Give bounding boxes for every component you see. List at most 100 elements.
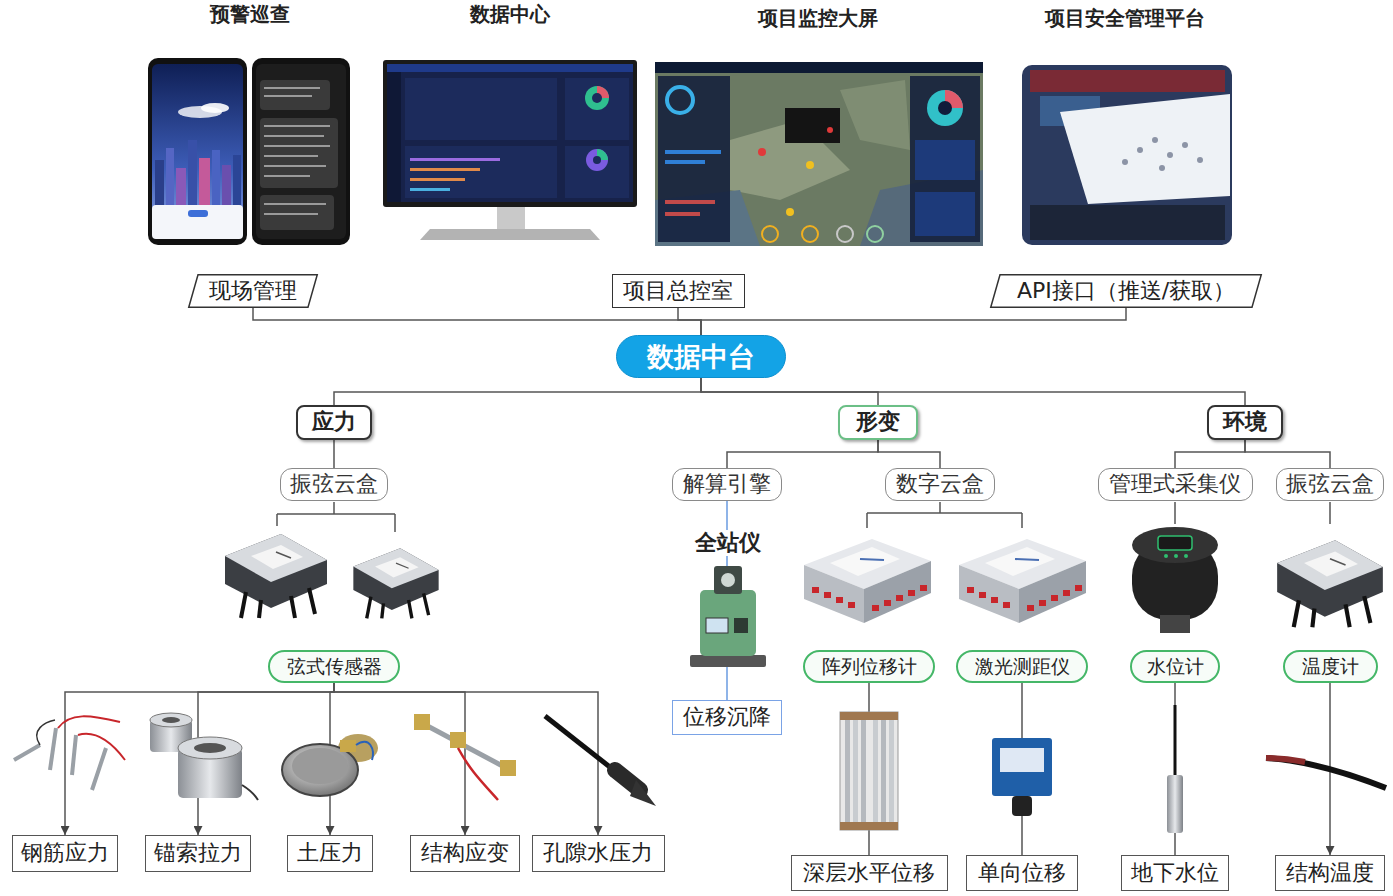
heading-label: 预警巡查 <box>207 2 293 26</box>
phone-sms-screen <box>264 87 320 89</box>
monitoring-map-screen <box>762 226 778 242</box>
connector <box>678 308 701 335</box>
monitoring-map-screen <box>837 226 853 242</box>
array-displacement-meter <box>873 720 878 822</box>
category-box: 应力 <box>296 405 372 440</box>
anchor-load-cell <box>178 737 242 759</box>
measure-box: 结构温度 <box>1275 855 1385 891</box>
parallelogram-box: 现场管理 <box>188 274 318 308</box>
node-text: 位移沉降 <box>683 705 771 729</box>
node-text: 地下水位 <box>1131 861 1219 885</box>
managed-collector <box>1160 615 1190 633</box>
safety-platform-photo <box>1030 70 1225 92</box>
phone-sms-screen <box>260 80 330 110</box>
node-text: 深层水平位移 <box>803 861 935 885</box>
digital-cloud-box <box>804 539 931 623</box>
parallelogram-shape <box>991 275 1262 308</box>
phone-sms-screen <box>264 165 326 167</box>
connector <box>334 378 701 405</box>
array-displacement-meter <box>840 712 898 830</box>
sensor-pill: 弦式传感器 <box>268 650 400 683</box>
heading-label: 全站仪 <box>692 530 764 556</box>
node-text: 单向位移 <box>978 861 1066 885</box>
phone-sms-screen <box>256 64 346 239</box>
monitoring-map-screen <box>802 226 818 242</box>
phone-app-screen <box>148 58 247 245</box>
rebar-meter <box>37 720 55 745</box>
safety-platform-photo <box>1197 157 1203 163</box>
rebar-meter <box>72 735 76 775</box>
piezometer <box>545 716 656 806</box>
monitoring-map-screen <box>655 62 983 73</box>
phone-app-screen <box>212 150 220 205</box>
managed-collector <box>1184 554 1188 558</box>
phone-sms-screen <box>252 58 350 245</box>
device-box: 振弦云盒 <box>1276 468 1384 501</box>
node-text: 解算引擎 <box>683 472 771 496</box>
node-text: 钢筋应力 <box>21 841 109 865</box>
device-box: 解算引擎 <box>672 468 782 501</box>
phone-app-screen <box>155 160 164 205</box>
connector <box>1245 440 1330 468</box>
device-box: 管理式采集仪 <box>1098 468 1253 501</box>
data-center-monitor <box>586 149 608 171</box>
managed-collector <box>1132 527 1218 633</box>
data-center-monitor <box>405 146 557 198</box>
rebar-meter <box>50 728 56 770</box>
measure-box: 单向位移 <box>966 855 1078 891</box>
safety-platform-photo <box>1060 94 1230 204</box>
phone-app-screen <box>166 148 174 205</box>
data-center-monitor <box>420 229 600 240</box>
category-box: 环境 <box>1207 405 1283 440</box>
connector <box>701 308 1126 335</box>
total-station <box>700 590 756 656</box>
phone-app-screen <box>152 64 243 239</box>
node-text: 土压力 <box>297 841 363 865</box>
node-text: 阵列位移计 <box>822 656 917 677</box>
array-displacement-meter <box>881 720 886 822</box>
anchor-load-cell <box>194 743 226 753</box>
node-text: 振弦云盒 <box>1286 472 1374 496</box>
array-displacement-meter <box>861 720 866 822</box>
sensor-pill: 阵列位移计 <box>803 650 935 683</box>
phone-sms-screen <box>264 155 318 157</box>
water-level-gauge <box>1167 775 1183 833</box>
monitoring-map-screen <box>658 76 730 242</box>
connector <box>1175 440 1245 468</box>
laser-rangefinder <box>1000 748 1044 772</box>
rebar-meter <box>92 748 106 790</box>
data-center-monitor <box>383 60 637 240</box>
node-text: API接口（推送/获取） <box>1017 279 1235 303</box>
phone-sms-screen <box>264 145 330 147</box>
connector <box>334 683 598 835</box>
laser-rangefinder <box>992 738 1052 796</box>
total-station <box>706 618 728 633</box>
data-center-monitor <box>410 178 465 181</box>
monitoring-map-screen <box>827 127 833 133</box>
process-box: 项目总控室 <box>612 274 745 308</box>
data-center-monitor <box>410 188 450 191</box>
array-displacement-meter <box>845 720 850 822</box>
data-center-monitor <box>593 156 601 164</box>
earth-pressure-cell <box>340 740 356 752</box>
node-text: 形变 <box>856 410 900 434</box>
earth-pressure-cell <box>356 742 373 760</box>
node-text: 温度计 <box>1302 656 1359 677</box>
rebar-meter <box>58 716 120 728</box>
phone-app-screen <box>152 205 243 239</box>
data-center-monitor <box>565 146 629 198</box>
device-wire <box>277 502 395 532</box>
node-text: 结构应变 <box>421 841 509 865</box>
heading-label: 数据中心 <box>467 2 553 26</box>
monitoring-map-screen <box>665 212 700 216</box>
measure-box: 孔隙水压力 <box>532 835 665 872</box>
array-displacement-meter <box>889 720 894 822</box>
measure-box: 锚索拉力 <box>145 835 251 872</box>
measure-box: 结构应变 <box>410 835 520 872</box>
data-center-monitor <box>387 64 633 72</box>
monitoring-map-screen <box>665 200 715 204</box>
managed-collector <box>1164 554 1168 558</box>
data-center-monitor <box>387 72 401 202</box>
node-text: 项目总控室 <box>623 279 733 303</box>
